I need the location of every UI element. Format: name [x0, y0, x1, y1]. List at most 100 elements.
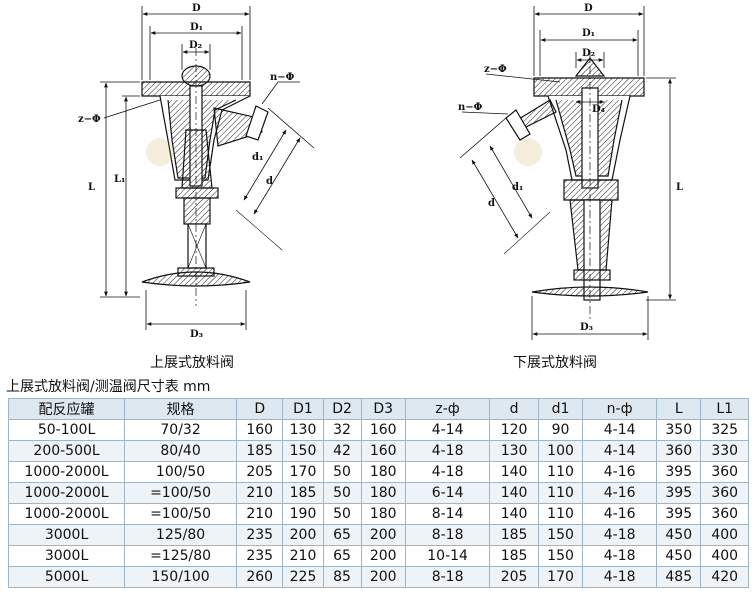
- table-cell: 450: [656, 545, 702, 567]
- table-cell: 205: [489, 566, 539, 588]
- label-D3-right: D₃: [580, 322, 593, 333]
- table-cell: 200: [282, 524, 324, 546]
- table-cell: 210: [235, 503, 284, 525]
- label-D3-left: D₃: [190, 329, 203, 340]
- table-cell: 4-18: [404, 440, 491, 462]
- table-header-row: 配反应罐 规格 D D1 D2 D3 z-ф d d1 n-ф L L1: [7, 398, 749, 420]
- table-cell: 150/100: [124, 566, 237, 588]
- table-cell: 190: [282, 503, 324, 525]
- valve-drawings: D D₁ D₂ L L₁ D₃ d d₁ n−Φ z−Φ D D₁ D₂ D₄ …: [78, 3, 683, 340]
- table-cell: 325: [700, 419, 749, 441]
- left-valve-drawing: [141, 48, 269, 306]
- label-nphi-left: n−Φ: [270, 72, 295, 83]
- label-D2-left: D₂: [189, 40, 202, 51]
- header-D2: D2: [322, 398, 362, 420]
- table-cell: 200: [360, 524, 406, 546]
- table-cell: 8-14: [404, 503, 491, 525]
- table-cell: 120: [489, 419, 539, 441]
- label-D-left: D: [192, 3, 201, 14]
- watermark-logo-left: [146, 138, 174, 166]
- header-n-phi: n-ф: [582, 398, 658, 420]
- label-L-left: L: [88, 182, 95, 193]
- table-cell: 65: [322, 545, 362, 567]
- header-D3: D3: [360, 398, 406, 420]
- table-cell: 150: [537, 524, 584, 546]
- table-cell: 4-16: [582, 482, 658, 504]
- table-cell: 4-18: [582, 566, 658, 588]
- table-cell: 110: [537, 503, 584, 525]
- table-cell: 205: [235, 461, 284, 483]
- table-cell: 4-14: [582, 440, 658, 462]
- table-cell: 395: [656, 503, 702, 525]
- table-cell: 32: [322, 419, 362, 441]
- table-cell: 400: [700, 524, 749, 546]
- table-title: 上展式放料阀/测温阀尺寸表 mm: [6, 379, 211, 395]
- table-cell: 185: [235, 440, 284, 462]
- caption-right-valve: 下展式放料阀: [513, 355, 597, 371]
- label-D-right: D: [584, 3, 593, 14]
- table-cell: 4-16: [582, 461, 658, 483]
- header-z-phi: z-ф: [404, 398, 491, 420]
- table-cell: 225: [282, 566, 324, 588]
- table-cell: 65: [322, 524, 362, 546]
- table-cell: 50-100L: [7, 419, 126, 441]
- table-cell: 1000-2000L: [7, 503, 126, 525]
- table-cell: 4-14: [404, 419, 491, 441]
- table-cell: 200-500L: [7, 440, 126, 462]
- label-d1-right: d₁: [512, 182, 523, 193]
- table-cell: 130: [282, 419, 324, 441]
- table-cell: 185: [282, 482, 324, 504]
- table-cell: 360: [700, 503, 749, 525]
- label-zphi-right: z−Φ: [484, 64, 507, 75]
- table-cell: 3000L: [7, 545, 126, 567]
- table-cell: 85: [322, 566, 362, 588]
- right-valve-drawing: [505, 50, 649, 320]
- table-cell: 110: [537, 482, 584, 504]
- table-cell: =125/80: [124, 545, 237, 567]
- table-cell: 6-14: [404, 482, 491, 504]
- table-cell: 4-18: [582, 545, 658, 567]
- table-cell: 150: [537, 545, 584, 567]
- table-cell: 210: [235, 482, 284, 504]
- label-D4-right: D₄: [592, 104, 606, 115]
- table-cell: 350: [656, 419, 702, 441]
- table-cell: 330: [700, 440, 749, 462]
- table-cell: 50: [322, 503, 362, 525]
- table-cell: 200: [360, 566, 406, 588]
- table-cell: =100/50: [124, 482, 237, 504]
- table-cell: 50: [322, 461, 362, 483]
- header-D: D: [235, 398, 284, 420]
- left-dimensions: [100, 6, 315, 330]
- table-cell: 140: [489, 461, 539, 483]
- table-cell: 4-16: [582, 503, 658, 525]
- header-d: d: [489, 398, 539, 420]
- label-D1-left: D₁: [190, 22, 203, 33]
- header-spec: 规格: [124, 398, 237, 420]
- table-cell: 125/80: [124, 524, 237, 546]
- table-cell: 485: [656, 566, 702, 588]
- header-L1: L1: [700, 398, 749, 420]
- label-D2-right: D₂: [582, 48, 595, 59]
- table-cell: 420: [700, 566, 749, 588]
- right-dimensions: [459, 6, 676, 340]
- table-cell: 185: [489, 545, 539, 567]
- table-cell: 1000-2000L: [7, 482, 126, 504]
- caption-left-valve: 上展式放料阀: [150, 355, 234, 371]
- table-cell: 400: [700, 545, 749, 567]
- table-cell: 80/40: [124, 440, 237, 462]
- label-d1-left: d₁: [252, 152, 263, 163]
- table-cell: 170: [537, 566, 584, 588]
- table-cell: 200: [360, 545, 406, 567]
- table-cell: 160: [360, 440, 406, 462]
- table-cell: 4-18: [404, 461, 491, 483]
- table-cell: 180: [360, 461, 406, 483]
- table-cell: 1000-2000L: [7, 461, 126, 483]
- table-cell: 100/50: [124, 461, 237, 483]
- dimension-table: 配反应罐 规格 D D1 D2 D3 z-ф d d1 n-ф L L1 50-…: [7, 398, 749, 588]
